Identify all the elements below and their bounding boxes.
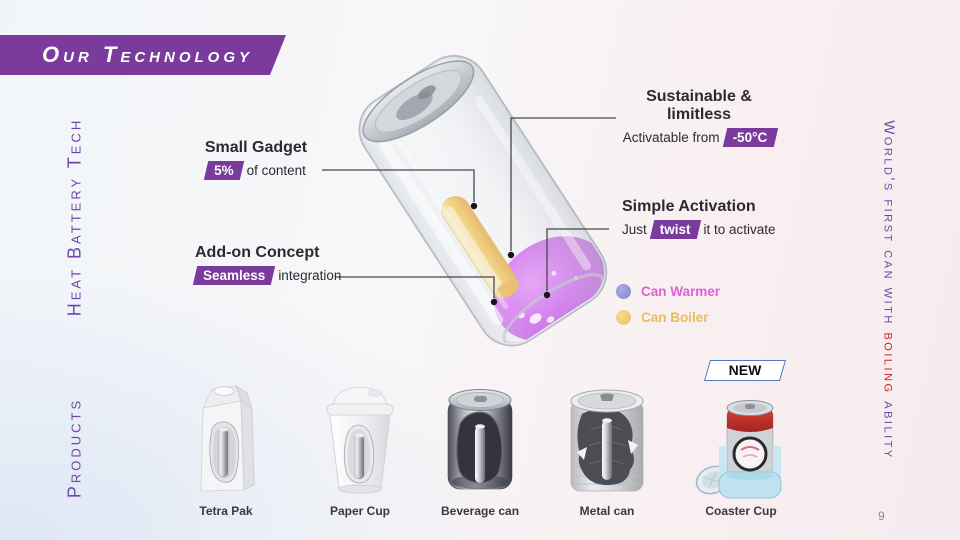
- annotation-text: Activatable from: [622, 130, 720, 145]
- legend-item-can-warmer: Can Warmer: [616, 282, 720, 301]
- can-illustration: [358, 55, 611, 347]
- product-label: Beverage can: [440, 504, 520, 518]
- product-label: Paper Cup: [329, 504, 391, 518]
- can-lid: [362, 60, 475, 143]
- legend-label: Can Warmer: [641, 284, 721, 299]
- header-banner: Our Technology: [0, 35, 286, 75]
- can-boiler-dot-icon: [616, 310, 631, 325]
- annotation-sustainable: Sustainable & limitless Activatable from…: [618, 88, 780, 147]
- product-label: Coaster Cup: [705, 504, 777, 518]
- highlight-badge: -50°C: [725, 128, 776, 147]
- vertical-label-products: Products: [64, 397, 85, 499]
- annotation-simple-activation: Simple Activation Just twist it to activat…: [622, 198, 776, 239]
- annotation-addon-concept: Add-on Concept Seamless integration: [195, 244, 341, 285]
- vertical-label-worlds-first-can: World's first can with boiling ability: [881, 120, 898, 459]
- paper-cup-image: [326, 386, 394, 494]
- right-label-post: ability: [880, 394, 898, 460]
- right-label-boiling: boiling: [880, 332, 898, 395]
- product-label: Tetra Pak: [199, 504, 253, 518]
- vertical-label-heat-battery-tech: Heat Battery Tech: [64, 117, 85, 317]
- beverage-can-image: [447, 389, 513, 490]
- product-figure-paper-cup: Paper Cup: [317, 379, 403, 518]
- product-label: Metal can: [579, 504, 635, 518]
- annotation-title: Small Gadget: [204, 139, 308, 156]
- highlight-badge: twist: [652, 220, 699, 239]
- product-figure-metal-can: Metal can: [562, 382, 652, 518]
- annotation-title: Simple Activation: [622, 198, 756, 215]
- page-number: 9: [878, 509, 885, 523]
- page-title: Our Technology: [42, 42, 254, 67]
- highlight-badge: Seamless: [195, 266, 273, 285]
- annotation-text: it to activate: [703, 222, 776, 237]
- legend-label: Can Boiler: [641, 310, 709, 325]
- product-figure-coaster-cup: Coaster Cup: [691, 384, 791, 518]
- tetra-pak-image: [200, 384, 255, 492]
- annotation-title: Sustainable & limitless: [646, 88, 752, 123]
- annotation-title: Add-on Concept: [195, 244, 320, 261]
- can-warmer-dot-icon: [616, 284, 631, 299]
- coaster-cup-image: [695, 400, 782, 499]
- right-label-pre: World's first can with: [880, 120, 898, 333]
- annotation-text: integration: [278, 268, 342, 283]
- legend-item-can-boiler: Can Boiler: [616, 308, 720, 327]
- annotation-text: Just: [622, 222, 647, 237]
- product-figure-beverage-can: Beverage can: [440, 382, 520, 518]
- highlight-badge: 5%: [206, 161, 242, 180]
- legend: Can Warmer Can Boiler: [616, 282, 720, 334]
- product-figure-tetra-pak: Tetra Pak: [190, 377, 262, 518]
- annotation-text: of content: [246, 163, 306, 178]
- annotation-small-gadget: Small Gadget 5% of content: [196, 139, 316, 180]
- metal-can-image: [570, 389, 644, 492]
- new-badge: NEW: [707, 360, 783, 381]
